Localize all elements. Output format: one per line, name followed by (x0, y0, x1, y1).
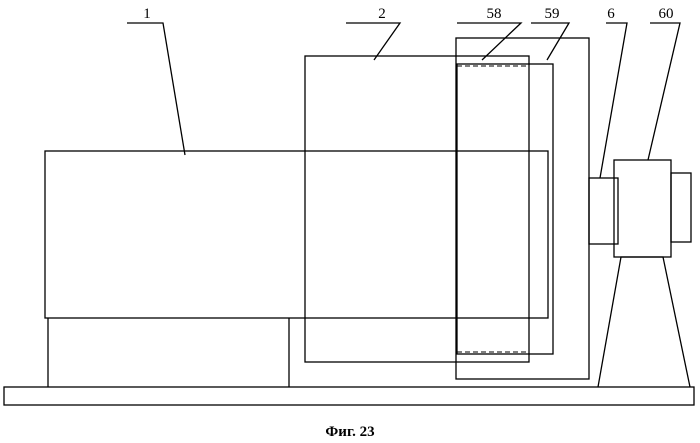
leader-2 (346, 23, 400, 60)
leader-59 (531, 23, 569, 60)
leader-1 (127, 23, 185, 155)
part-60-end-cap (671, 173, 691, 242)
callout-60: 60 (659, 6, 674, 22)
leader-6 (600, 23, 627, 178)
part-59-frame (456, 38, 589, 379)
leader-58 (457, 23, 521, 60)
callout-2: 2 (378, 6, 386, 22)
part-2-housing (305, 56, 529, 362)
leader-lines (127, 23, 680, 178)
part-58-flange (457, 64, 553, 354)
figure-caption: Фиг. 23 (0, 424, 700, 441)
callout-58: 58 (487, 6, 502, 22)
base-plate (4, 387, 694, 405)
callout-59: 59 (545, 6, 560, 22)
part-1-body (45, 151, 548, 318)
part-60-unit (614, 160, 671, 257)
part-60-stand (598, 257, 690, 387)
leader-60 (648, 23, 680, 160)
callout-1: 1 (143, 6, 151, 22)
callout-6: 6 (607, 6, 615, 22)
